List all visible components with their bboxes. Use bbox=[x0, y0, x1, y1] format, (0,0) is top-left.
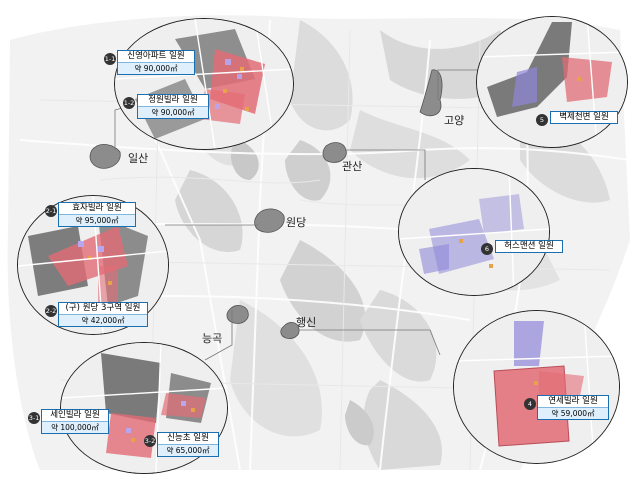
site-label-3-2[interactable]: 신능초 일원 약 65,000㎡ bbox=[157, 432, 219, 457]
inset-circle-1 bbox=[114, 18, 294, 150]
site-name-2-2: (구) 원당 3구역 일원 bbox=[59, 303, 147, 314]
site-label-5[interactable]: 벽제천변 일원 bbox=[550, 111, 618, 124]
site-badge-1-1: 1-1 bbox=[104, 53, 116, 65]
site-name-5: 벽제천변 일원 bbox=[551, 112, 617, 123]
site-label-1-2[interactable]: 정원빌라 일원 약 90,000㎡ bbox=[137, 94, 209, 119]
site-badge-2-1: 2-1 bbox=[45, 205, 57, 217]
site-badge-5: 5 bbox=[536, 114, 548, 126]
site-name-2-1: 효자빌라 일원 bbox=[59, 203, 135, 214]
area-label-wondang: 원당 bbox=[286, 216, 307, 229]
site-label-1-1[interactable]: 신영아파트 일원 약 90,000㎡ bbox=[117, 50, 195, 75]
site-area-3-1: 약 100,000㎡ bbox=[42, 421, 108, 433]
site-badge-6: 6 bbox=[481, 243, 493, 255]
area-label-gwansan: 관산 bbox=[342, 160, 363, 173]
inset-circle-5 bbox=[476, 16, 628, 148]
area-label-neunggok: 능곡 bbox=[202, 332, 223, 345]
site-badge-4: 4 bbox=[524, 398, 536, 410]
area-label-haengsin: 행신 bbox=[296, 316, 317, 329]
site-label-2-2[interactable]: (구) 원당 3구역 일원 약 42,000㎡ bbox=[58, 302, 148, 327]
site-area-3-2: 약 65,000㎡ bbox=[158, 444, 218, 456]
site-label-3-1[interactable]: 세인빌라 일원 약 100,000㎡ bbox=[41, 409, 109, 434]
site-area-1-1: 약 90,000㎡ bbox=[118, 62, 194, 74]
site-badge-1-2: 1-2 bbox=[123, 97, 135, 109]
site-badge-3-2: 3-2 bbox=[144, 435, 156, 447]
inset-circle-4 bbox=[453, 310, 620, 464]
area-label-goyang: 고양 bbox=[444, 114, 465, 127]
site-area-1-2: 약 90,000㎡ bbox=[138, 106, 208, 118]
site-name-3-2: 신능초 일원 bbox=[158, 433, 218, 444]
site-name-1-1: 신영아파트 일원 bbox=[118, 51, 194, 62]
site-label-6[interactable]: 허스맨션 일원 bbox=[495, 240, 563, 253]
site-badge-3-1: 3-1 bbox=[28, 412, 40, 424]
site-label-2-1[interactable]: 효자빌라 일원 약 95,000㎡ bbox=[58, 202, 136, 227]
site-area-2-2: 약 42,000㎡ bbox=[59, 314, 147, 326]
site-name-6: 허스맨션 일원 bbox=[496, 241, 562, 252]
site-area-2-1: 약 95,000㎡ bbox=[59, 214, 135, 226]
site-name-1-2: 정원빌라 일원 bbox=[138, 95, 208, 106]
site-badge-2-2: 2-2 bbox=[45, 305, 57, 317]
site-label-4[interactable]: 연세빌라 일원 약 59,000㎡ bbox=[537, 395, 609, 420]
site-name-3-1: 세인빌라 일원 bbox=[42, 410, 108, 421]
site-area-4: 약 59,000㎡ bbox=[538, 407, 608, 419]
area-label-ilsan: 일산 bbox=[128, 152, 149, 165]
inset-circle-6 bbox=[398, 168, 550, 296]
site-name-4: 연세빌라 일원 bbox=[538, 396, 608, 407]
